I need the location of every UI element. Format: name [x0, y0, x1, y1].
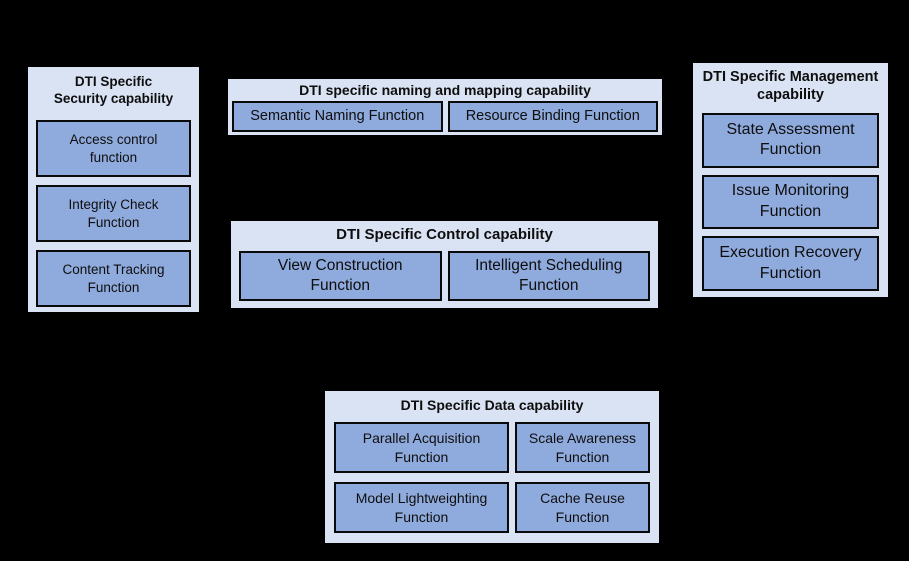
group-naming-mapping-capability: DTI specific naming and mapping capabili… — [227, 78, 663, 136]
function-box-intelligent-scheduling: Intelligent Scheduling Function — [447, 251, 650, 301]
function-box-view-construction: View Construction Function — [239, 251, 442, 301]
group-data-capability: DTI Specific Data capability Parallel Ac… — [324, 390, 660, 544]
function-box-resource-binding: Resource Binding Function — [447, 101, 658, 132]
naming-mapping-function-list: Semantic Naming Function Resource Bindin… — [232, 101, 658, 132]
management-capability-title: DTI Specific Management capability — [702, 69, 879, 104]
security-capability-title: DTI Specific Security capability — [53, 74, 174, 106]
control-function-list: View Construction Function Intelligent S… — [239, 251, 650, 301]
function-box-issue-monitoring: Issue Monitoring Function — [702, 174, 879, 230]
function-box-access-control: Access control function — [36, 120, 191, 177]
function-box-content-tracking: Content Tracking Function — [36, 250, 191, 307]
data-capability-title: DTI Specific Data capability — [400, 397, 584, 413]
group-management-capability: DTI Specific Management capability State… — [692, 62, 889, 298]
data-function-grid: Parallel Acquisition Function Scale Awar… — [334, 422, 650, 533]
function-box-model-lightweighting: Model Lightweighting Function — [334, 482, 509, 533]
management-function-list: State Assessment Function Issue Monitori… — [702, 113, 879, 292]
control-capability-title: DTI Specific Control capability — [336, 226, 553, 243]
function-box-execution-recovery: Execution Recovery Function — [702, 236, 879, 292]
function-box-parallel-acquisition: Parallel Acquisition Function — [334, 422, 509, 473]
naming-mapping-capability-title: DTI specific naming and mapping capabili… — [299, 82, 591, 98]
function-box-scale-awareness: Scale Awareness Function — [515, 422, 650, 473]
function-box-state-assessment: State Assessment Function — [702, 113, 879, 168]
group-control-capability: DTI Specific Control capability View Con… — [230, 220, 659, 309]
function-box-semantic-naming: Semantic Naming Function — [232, 101, 443, 132]
function-box-cache-reuse: Cache Reuse Function — [515, 482, 650, 533]
group-security-capability: DTI Specific Security capability Access … — [27, 66, 200, 313]
security-function-list: Access control function Integrity Check … — [36, 120, 191, 307]
function-box-integrity-check: Integrity Check Function — [36, 185, 191, 242]
